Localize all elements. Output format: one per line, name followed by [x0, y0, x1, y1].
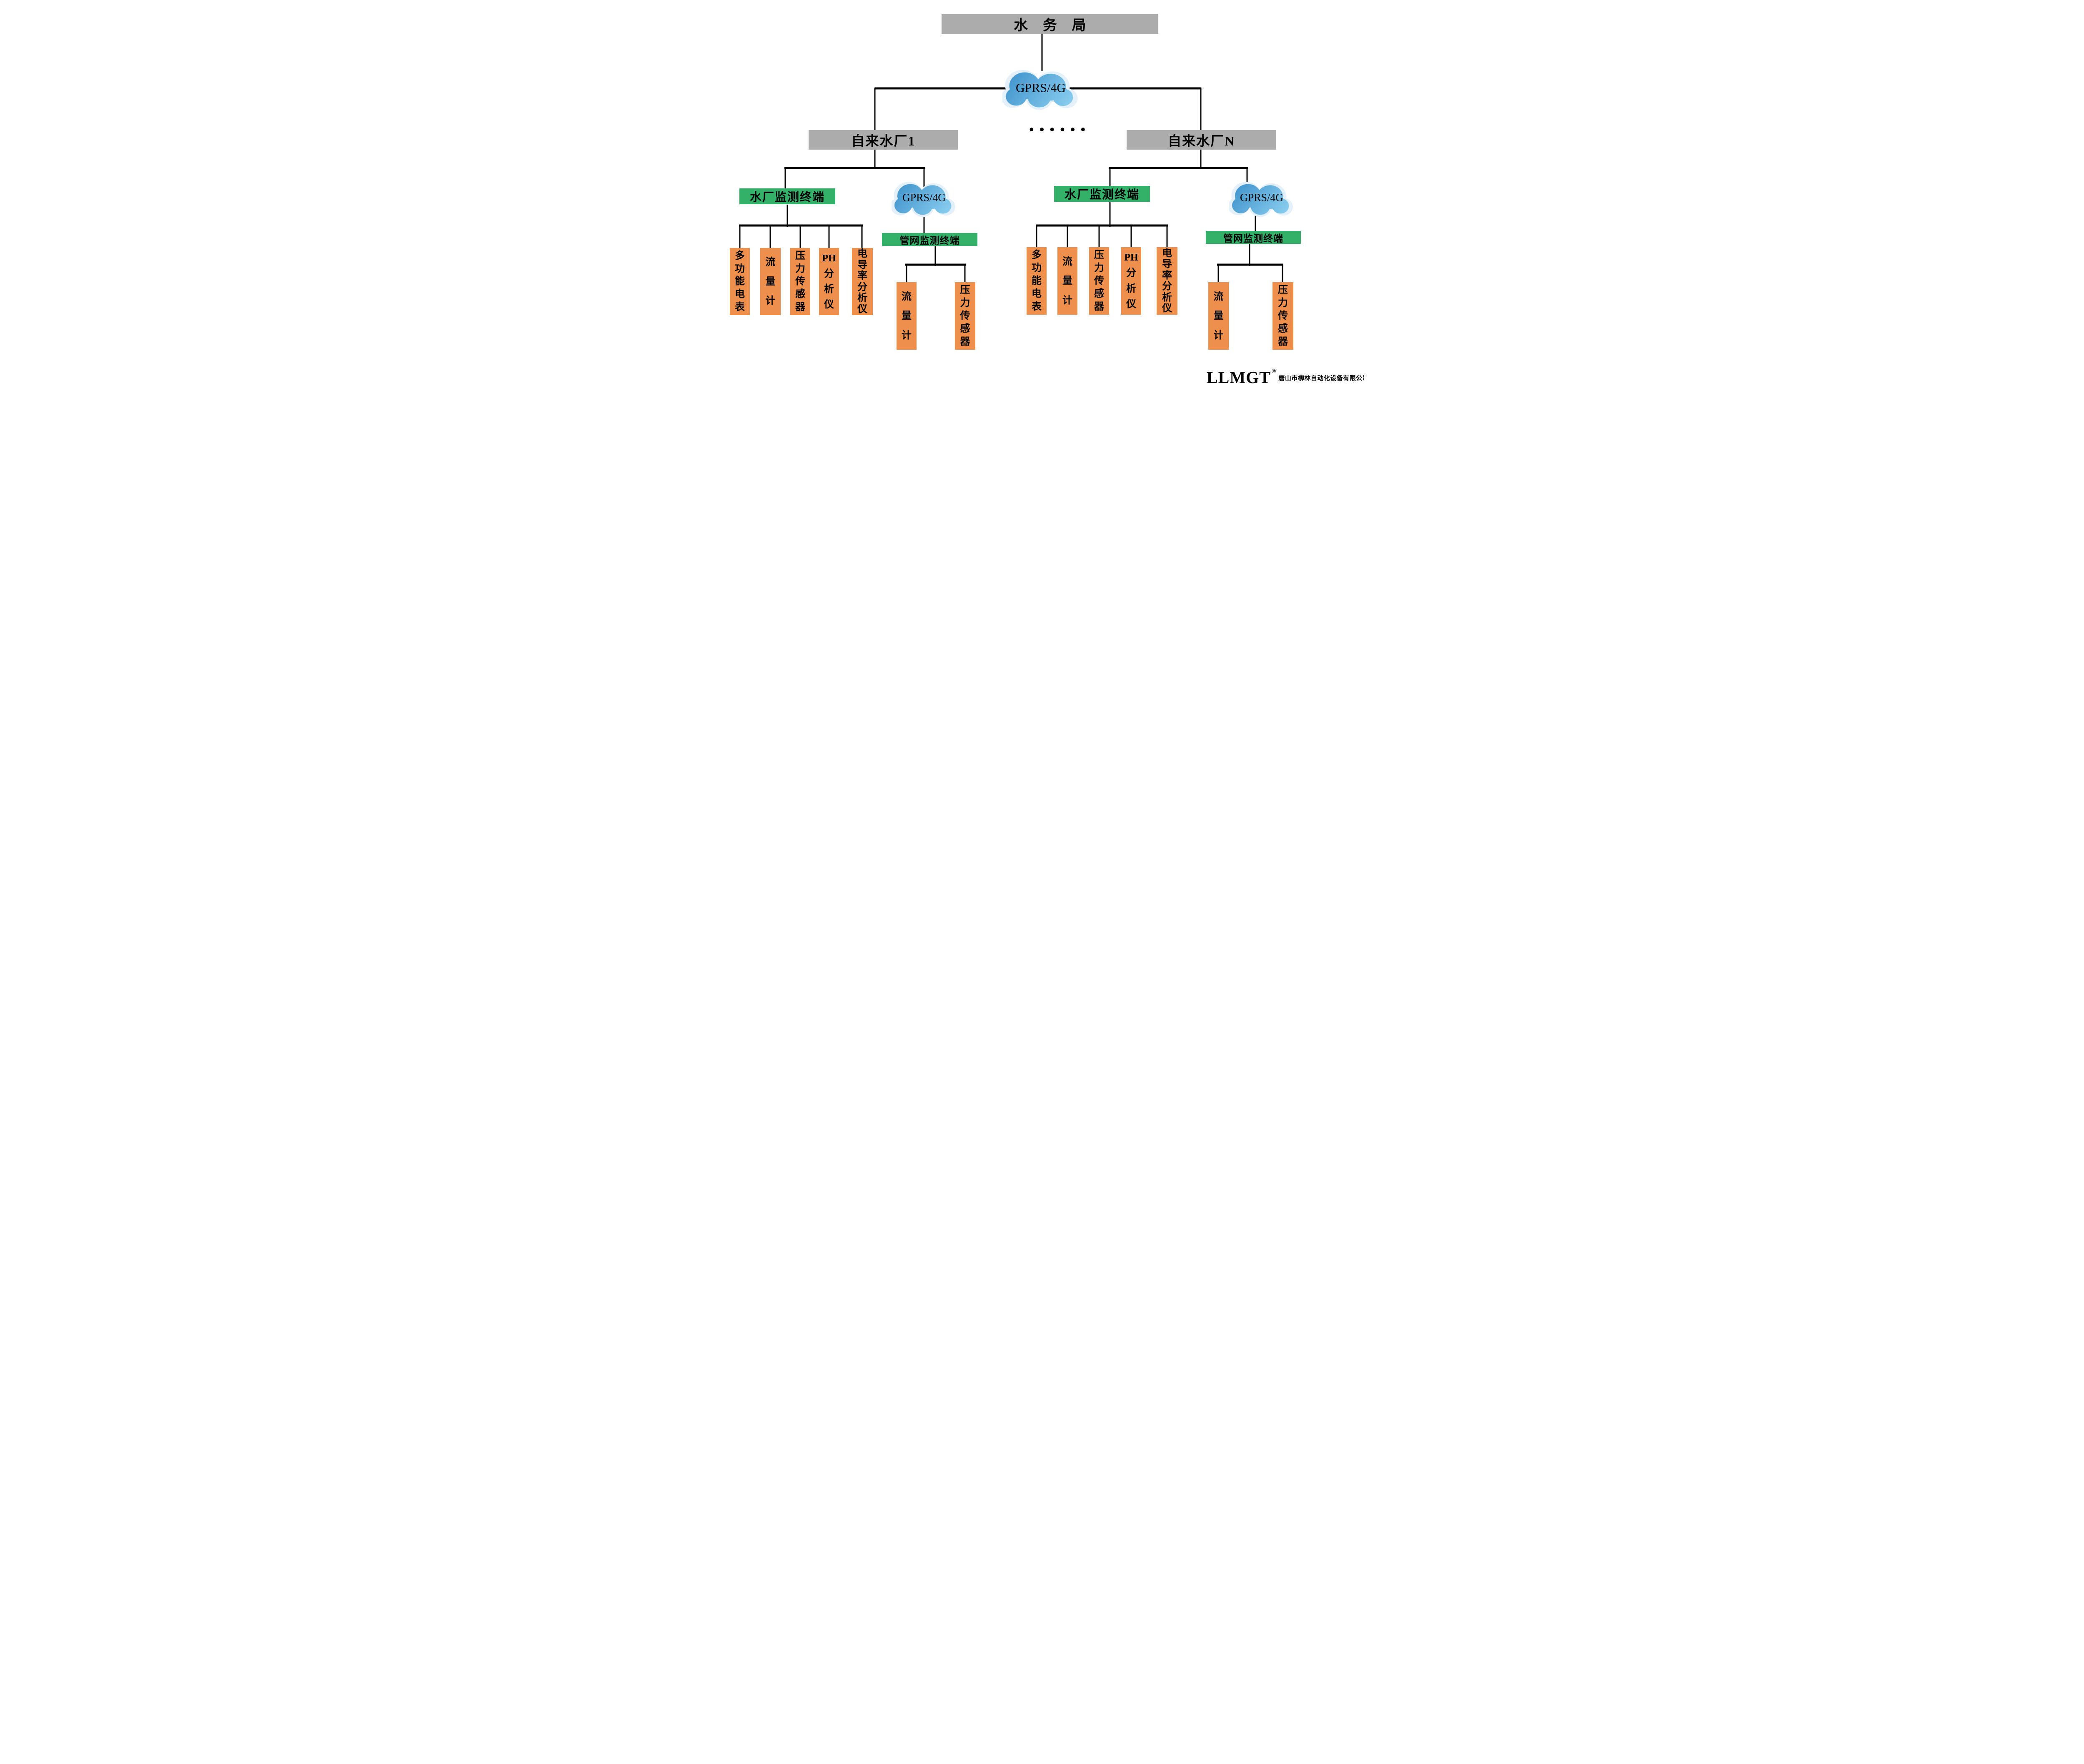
bureau-box: 水务局 [942, 14, 1158, 34]
field-network-cloud: GPRS/4G [892, 180, 957, 217]
sensor-box: 多功能电表 [1027, 247, 1047, 315]
cloud-label: GPRS/4G [1015, 81, 1066, 95]
pipe-sensor-box: 压力传感器 [1272, 282, 1293, 350]
pipe-sensor-box: 流量计 [897, 282, 917, 350]
cloud-label: GPRS/4G [902, 191, 946, 204]
backbone-cloud: GPRS/4G [1002, 68, 1079, 110]
sensor-box: 电导率分析仪 [852, 248, 873, 315]
field-network-cloud: GPRS/4G [1229, 180, 1294, 217]
company-name: 唐山市柳林自动化设备有限公司 [1278, 375, 1364, 382]
sensor-box: 压力传感器 [790, 248, 810, 315]
sensor-box: 流量计 [1057, 247, 1077, 315]
brand-text: LLMGT [1207, 368, 1271, 387]
topology-diagram: 水务局 GPRS/4G •••••• 自来水厂1 自来水厂N 水厂监测终端 GP… [720, 0, 1364, 389]
pipe-sensor-box: 流量计 [1208, 282, 1229, 350]
plant-terminal-box: 水厂监测终端 [739, 188, 835, 204]
ellipsis-dots: •••••• [1028, 123, 1090, 138]
plant-terminal-box: 水厂监测终端 [1054, 186, 1150, 202]
sensor-box: 多功能电表 [730, 248, 750, 315]
sensor-box: 流量计 [760, 248, 781, 315]
sensor-box: 压力传感器 [1089, 247, 1109, 315]
sensor-box: 电导率分析仪 [1157, 247, 1177, 315]
footer-logo: LLMGT ® 唐山市柳林自动化设备有限公司 [1207, 368, 1364, 387]
pipe-sensor-box: 压力传感器 [955, 282, 975, 350]
plant-box-n: 自来水厂N [1127, 130, 1276, 150]
plant-box-1: 自来水厂1 [809, 130, 958, 150]
registered-mark-icon: ® [1271, 368, 1276, 375]
pipe-terminal-box: 管网监测终端 [1206, 231, 1301, 244]
cloud-label: GPRS/4G [1240, 191, 1284, 204]
connectors-layer [739, 34, 1283, 283]
pipe-terminal-box: 管网监测终端 [882, 233, 977, 246]
